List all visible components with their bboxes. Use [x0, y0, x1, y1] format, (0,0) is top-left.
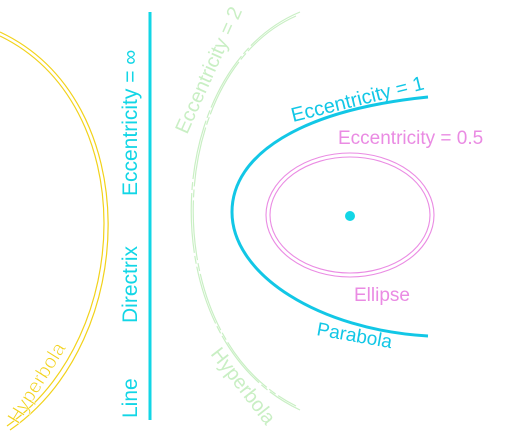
ellipse-label: Ellipse: [354, 285, 410, 306]
hyperbola-left-curve: [0, 31, 109, 431]
parabola-curve: [230, 95, 429, 338]
ellipse-curve: [265, 152, 435, 278]
hyperbola-left-label: Hyperbola: [4, 338, 71, 428]
eccentricity-05-label: Eccentricity = 0.5: [338, 128, 483, 149]
hyperbola-right-curve: [190, 11, 301, 411]
directrix-word-label: Directrix: [119, 246, 142, 323]
directrix-line-label: Line: [119, 378, 142, 418]
eccentricity-infinity-label: Eccentricity = ∞: [119, 50, 142, 196]
focus-point: [345, 211, 355, 221]
eccentricity-2-label: Eccentricity = 2: [171, 4, 246, 137]
hyperbola-right-label: Hyperbola: [206, 344, 280, 430]
